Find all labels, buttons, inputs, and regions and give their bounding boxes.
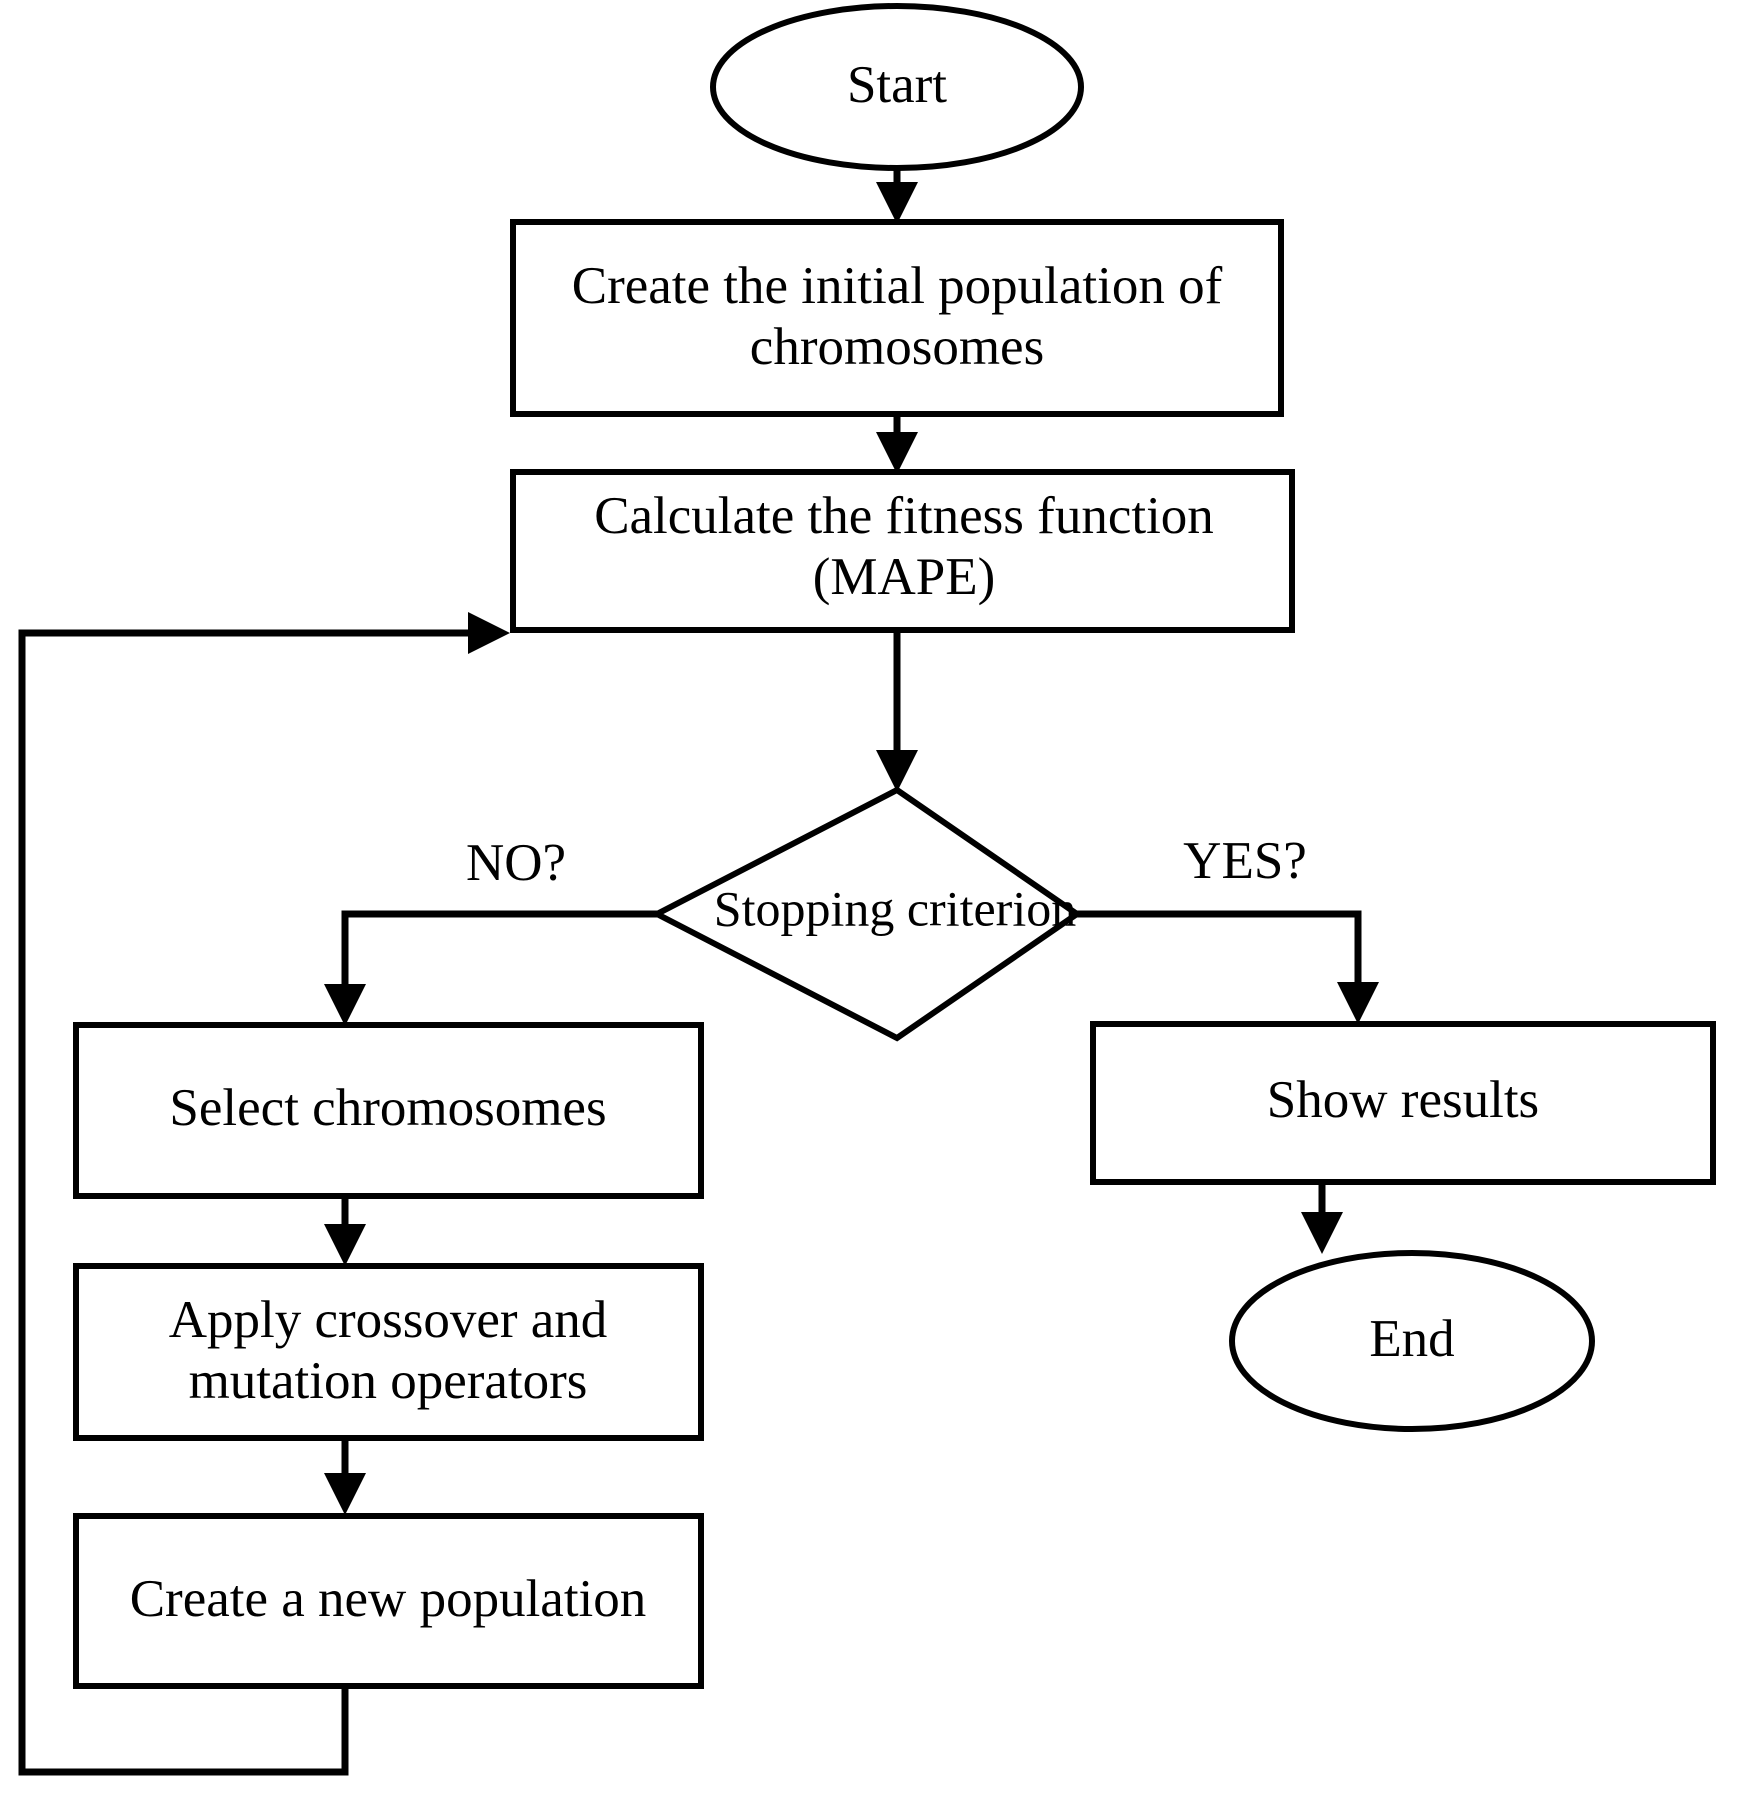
edge-label-yes: YES?: [1183, 832, 1307, 890]
arrowhead-icon: [876, 182, 918, 224]
node-fitness[interactable]: Calculate the fitness function (MAPE): [510, 469, 1295, 633]
node-fitness-label-line1: Calculate the fitness function: [594, 487, 1214, 545]
node-crossover-mutation-label-line1: Apply crossover and: [169, 1291, 608, 1349]
arrowhead-icon: [324, 984, 366, 1026]
arrowhead-icon: [324, 1473, 366, 1515]
arrowhead-icon: [324, 1224, 366, 1266]
edge-create-population-to-fitness: [876, 412, 918, 474]
node-show-results-label: Show results: [1267, 1071, 1539, 1129]
edge-label-no: NO?: [466, 834, 566, 892]
node-select-chromosomes-label: Select chromosomes: [169, 1079, 606, 1137]
node-start[interactable]: Start: [710, 3, 1084, 171]
edge-show-results-to-end: [1301, 1182, 1343, 1254]
node-crossover-mutation[interactable]: Apply crossover and mutation operators: [73, 1263, 704, 1441]
node-create-population-label-line1: Create the initial population of: [572, 257, 1223, 315]
node-stopping-criterion[interactable]: Stopping criterion: [650, 786, 1083, 1042]
arrowhead-icon: [468, 612, 510, 654]
node-select-chromosomes[interactable]: Select chromosomes: [73, 1022, 704, 1199]
edge-select-to-crossover: [324, 1196, 366, 1266]
arrowhead-icon: [876, 432, 918, 474]
arrowhead-icon: [876, 750, 918, 792]
node-create-population[interactable]: Create the initial population of chromos…: [510, 219, 1284, 417]
node-end[interactable]: End: [1229, 1250, 1595, 1432]
node-start-label: Start: [847, 56, 947, 114]
edge-start-to-create-population: [876, 168, 918, 224]
node-new-population-label: Create a new population: [130, 1570, 647, 1628]
node-fitness-label-line2: (MAPE): [813, 548, 996, 606]
edge-new-population-to-fitness-loop: [18, 612, 510, 1776]
edge-crossover-to-new-population: [324, 1438, 366, 1515]
node-crossover-mutation-label-line2: mutation operators: [189, 1352, 588, 1410]
edge-stopping-no-to-select: [324, 910, 657, 1026]
node-new-population[interactable]: Create a new population: [73, 1513, 704, 1689]
edge-stopping-yes-to-show-results: [1077, 910, 1379, 1024]
edge-fitness-to-stopping: [876, 628, 918, 792]
node-create-population-label-line2: chromosomes: [750, 318, 1044, 376]
node-show-results[interactable]: Show results: [1090, 1021, 1716, 1185]
node-stopping-criterion-label: Stopping criterion: [714, 880, 1076, 936]
node-end-label: End: [1369, 1310, 1454, 1368]
arrowhead-icon: [1337, 982, 1379, 1024]
arrowhead-icon: [1301, 1212, 1343, 1254]
